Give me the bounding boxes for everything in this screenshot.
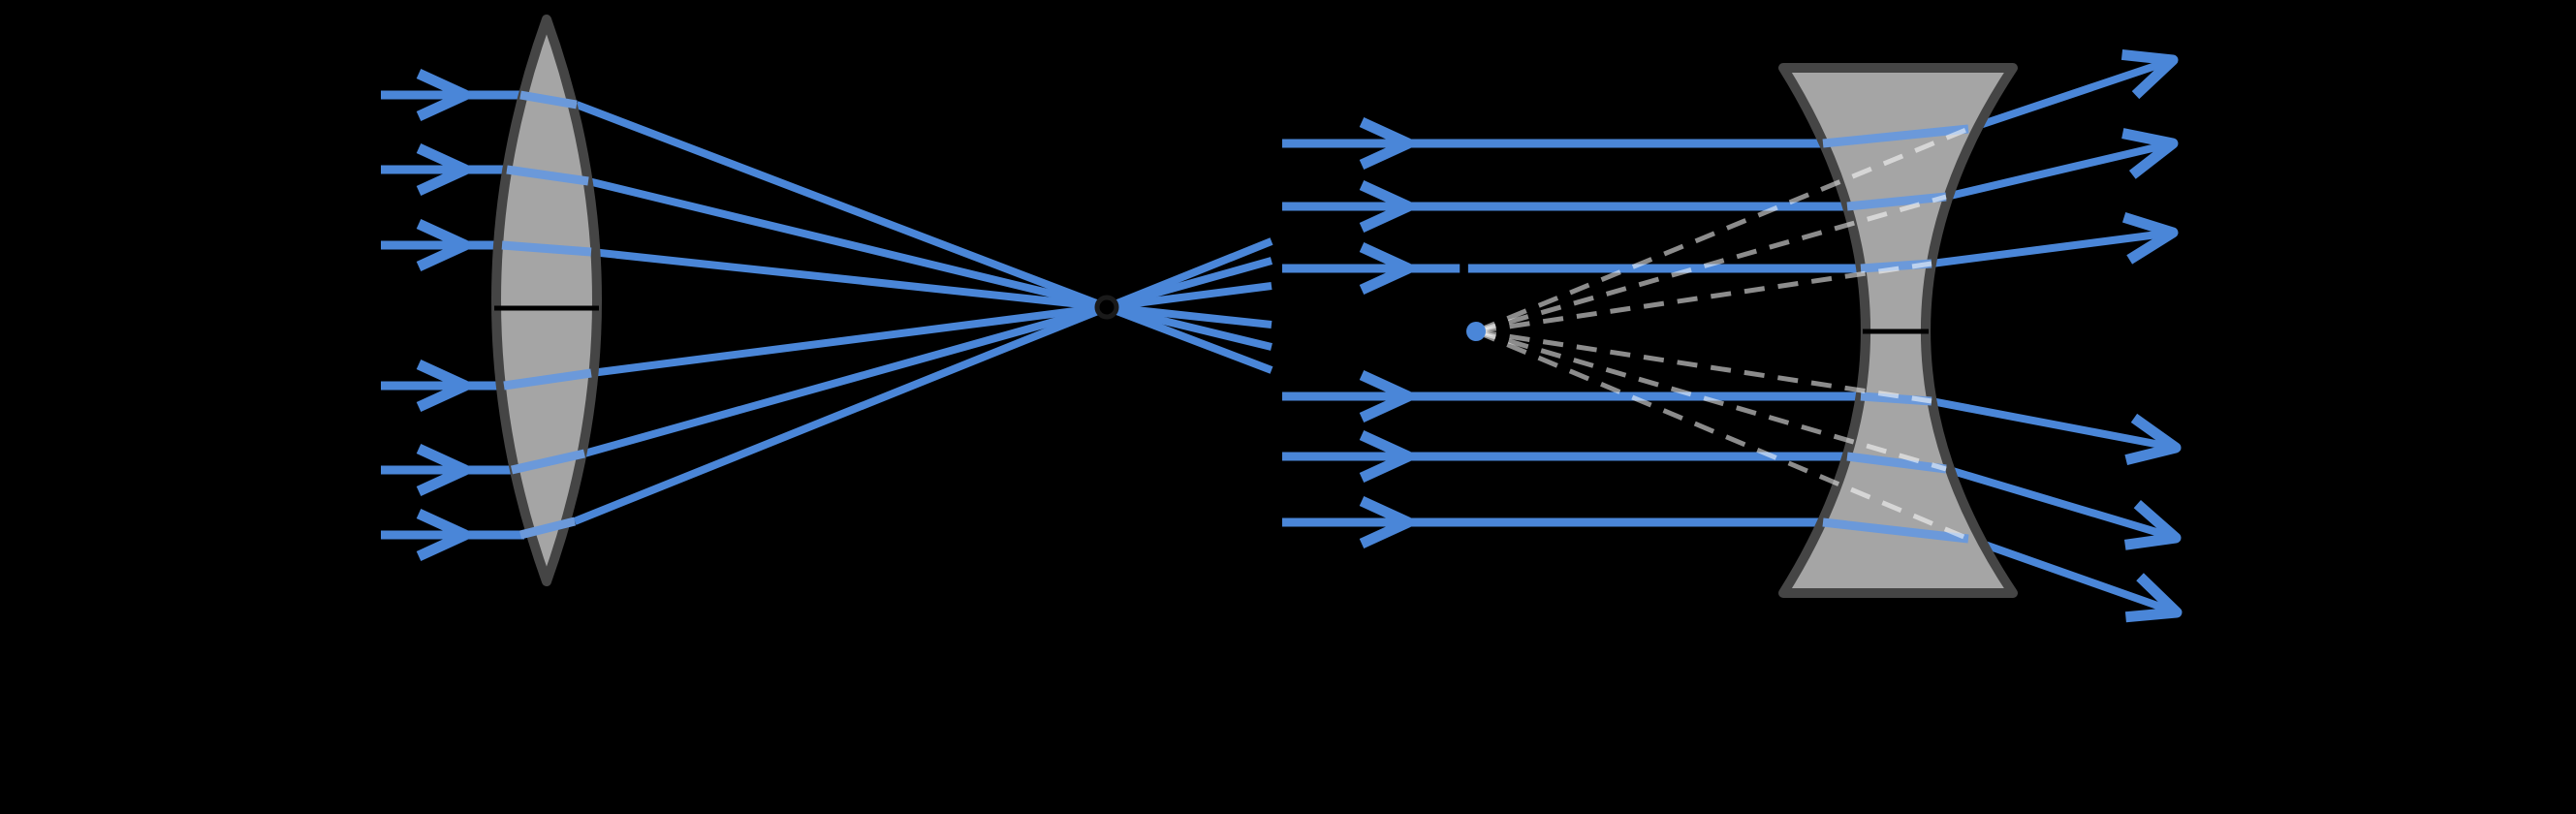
refracted-ray (575, 101, 1273, 374)
converging-lens-diagram (381, 15, 1273, 586)
refracted-ray (582, 257, 1273, 457)
diverging-ray (1945, 140, 2174, 201)
ray-arrowhead (1359, 496, 1414, 548)
ray-arrowhead (1359, 370, 1414, 423)
ray-arrowhead (416, 69, 471, 121)
focal-label: F (1456, 234, 1486, 286)
ray-arrowhead (1359, 242, 1414, 295)
ray-inside-lens (1846, 452, 1947, 474)
diverging-ray (1931, 229, 2174, 267)
focal-point-marker (1094, 295, 1119, 320)
diverging-ray (1931, 397, 2177, 452)
ray-arrowhead (2121, 212, 2179, 265)
convex-lens (491, 15, 602, 586)
dashed-extension (1475, 261, 1932, 334)
ray-inside-lens (501, 240, 592, 257)
ray-inside-lens (511, 449, 585, 475)
dashed-extension (1475, 329, 1969, 542)
diverging-ray (1944, 465, 2178, 542)
ray-arrowhead (2123, 500, 2182, 550)
dashed-extension (1475, 329, 1947, 472)
ray-arrowhead (1359, 117, 1414, 170)
dashed-extension (1475, 126, 1969, 334)
ray-arrowhead (2124, 573, 2183, 623)
ray-arrowhead (1359, 430, 1414, 483)
ray-inside-lens (503, 368, 592, 391)
refracted-ray (590, 282, 1272, 377)
ray-arrowhead (416, 219, 471, 271)
diverging-lens-diagram: F (1282, 48, 2183, 623)
ray-arrowhead (416, 444, 471, 496)
virtual-focus-dot (1466, 322, 1486, 341)
diverging-ray (1966, 56, 2175, 133)
ray-inside-lens (506, 165, 589, 186)
ray-arrowhead (416, 360, 471, 412)
ray-arrowhead (2124, 413, 2182, 465)
ray-arrowhead (1359, 180, 1414, 233)
dashed-extension (1475, 194, 1947, 334)
ray-inside-lens (519, 90, 578, 110)
ray-arrowhead (2121, 128, 2179, 179)
dashed-extension (1475, 329, 1932, 404)
diverging-ray (1966, 535, 2179, 616)
refracted-ray (590, 248, 1272, 329)
ray-arrowhead (416, 509, 471, 561)
refracted-ray (573, 237, 1273, 525)
ray-arrowhead (2120, 48, 2179, 100)
ray-inside-lens (1822, 124, 1969, 148)
ray-arrowhead (416, 143, 471, 196)
ray-inside-lens (1822, 517, 1969, 544)
refracted-ray (587, 177, 1272, 351)
ray-inside-lens (1846, 192, 1947, 211)
ray-inside-lens (518, 517, 577, 540)
